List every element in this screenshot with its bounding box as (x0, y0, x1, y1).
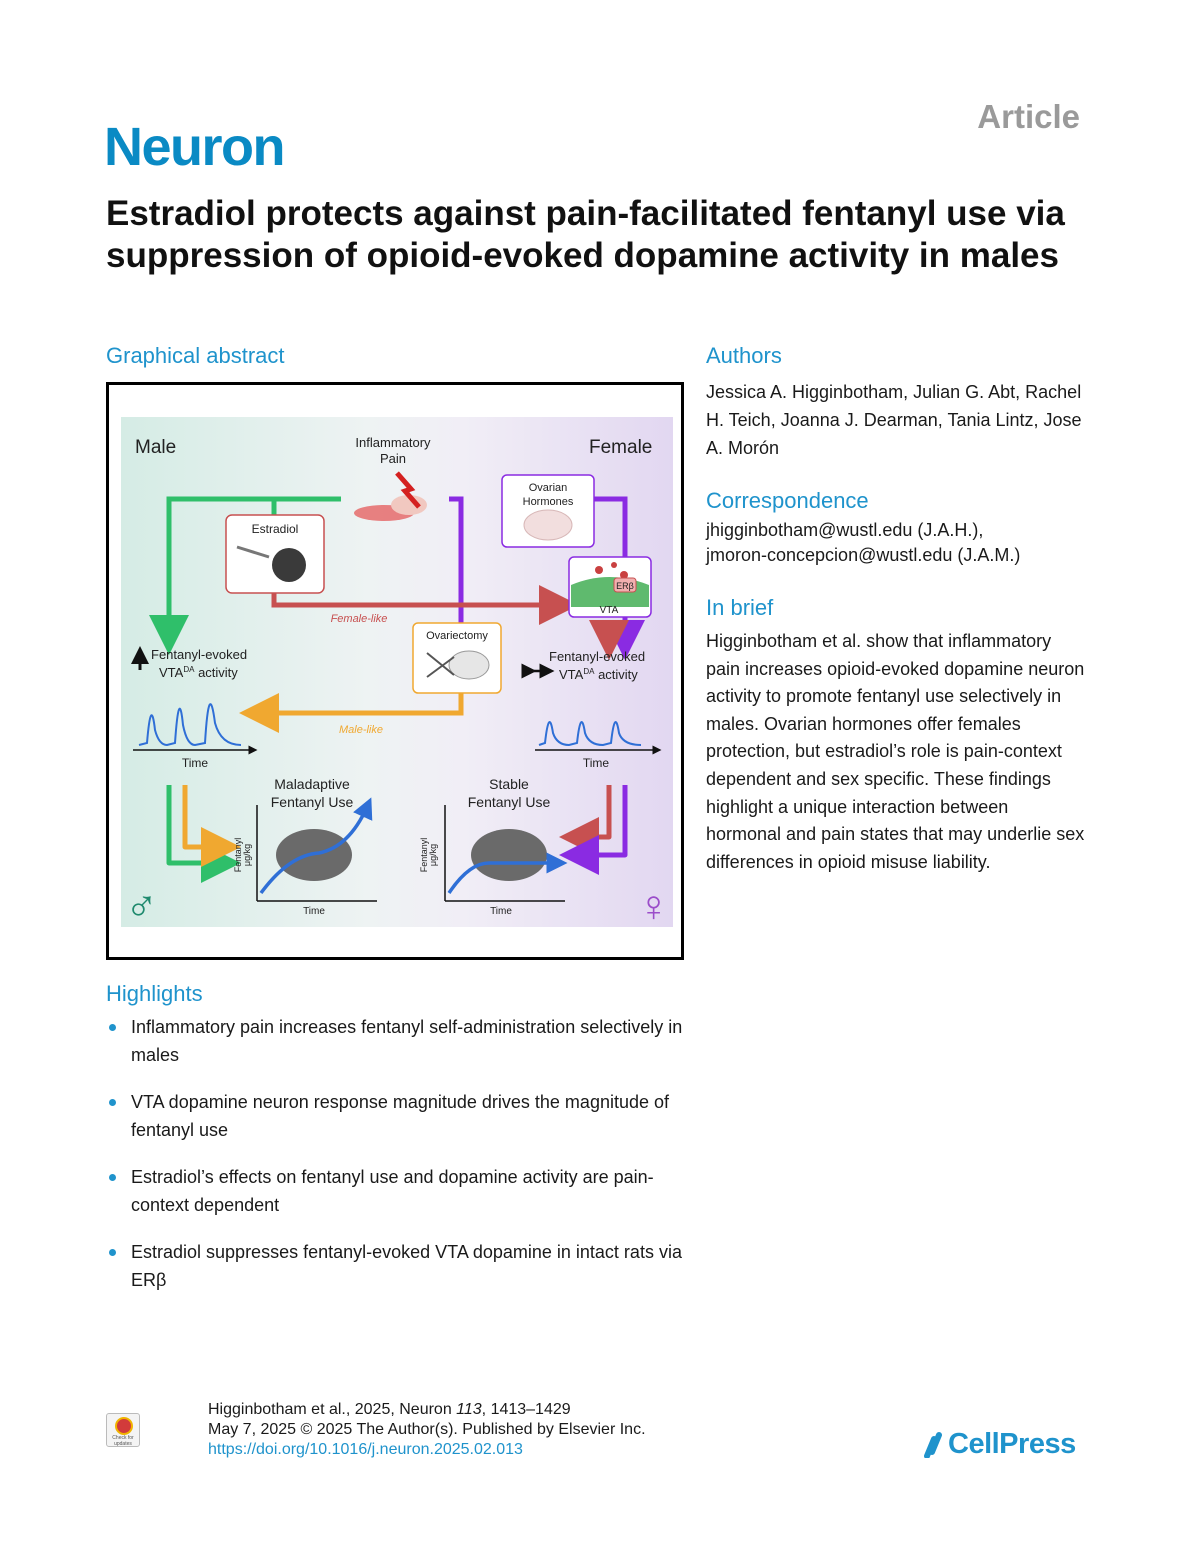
doi-link[interactable]: https://doi.org/10.1016/j.neuron.2025.02… (208, 1441, 523, 1458)
highlight-item: Estradiol suppresses fentanyl-evoked VTA… (106, 1238, 696, 1294)
ovary-icon (523, 509, 573, 541)
svg-text:Estradiol: Estradiol (252, 522, 299, 536)
in-brief-text: Higginbotham et al. show that inflammato… (706, 631, 1085, 872)
update-icon (115, 1417, 133, 1435)
male-label: Male (135, 437, 176, 458)
email-link-1[interactable]: jhigginbotham@wustl.edu (J.A.H.), (706, 520, 984, 540)
inflammatory-pain-label-2: Pain (380, 451, 406, 466)
check-for-updates-badge[interactable]: Check for updates (106, 1413, 140, 1447)
vta-erbeta-box: ERβ VTA (568, 556, 652, 618)
male-activity-line1: Fentanyl-evoked (151, 647, 247, 662)
female-activity-suffix: activity (594, 667, 638, 682)
syringe-icon (236, 545, 270, 559)
highlight-item: VTA dopamine neuron response magnitude d… (106, 1088, 696, 1144)
correspondence-heading: Correspondence (706, 488, 869, 513)
scissors-icon (426, 652, 455, 678)
ovariectomy-box: Ovariectomy (412, 622, 502, 694)
female-label: Female (589, 437, 652, 458)
orange-arrow-bottom (182, 785, 241, 867)
green-arrow-male (149, 496, 341, 655)
highlight-item: Inflammatory pain increases fentanyl sel… (106, 1013, 696, 1069)
stable-label-2: Fentanyl Use (468, 794, 551, 810)
male-time-label: Time (182, 756, 209, 770)
rat-icon (272, 548, 306, 582)
female-symbol-icon: ♀ (637, 882, 670, 931)
graphical-abstract-heading: Graphical abstract (106, 343, 285, 368)
ovarian-hormones-box: Ovarian Hormones (501, 474, 595, 548)
maladaptive-plot: Fentanyl μg/kg Time (233, 797, 377, 917)
svg-text:Fentanyl: Fentanyl (419, 838, 429, 873)
publisher-logo: CellPress (918, 1428, 1076, 1461)
bullet-icon (109, 1099, 116, 1106)
journal-logo: Neuron (104, 117, 286, 177)
vta-label: VTA (600, 605, 619, 616)
correspondence-emails: jhigginbotham@wustl.edu (J.A.H.), jmoron… (706, 518, 1106, 568)
female-activity-vta: VTA (559, 667, 584, 682)
svg-text:Time: Time (490, 906, 512, 917)
maladaptive-label-1: Maladaptive (274, 776, 350, 792)
estradiol-box: Estradiol (225, 514, 325, 594)
bullet-icon (109, 1024, 116, 1031)
cellpress-icon (924, 1432, 942, 1459)
rat-icon-female (471, 829, 547, 881)
stable-plot: Fentanyl μg/kg Time (419, 805, 568, 917)
svg-text:Ovarian: Ovarian (529, 482, 568, 494)
authors-heading: Authors (706, 343, 782, 368)
highlight-item: Estradiol’s effects on fentanyl use and … (106, 1163, 696, 1219)
er-beta-label: ERβ (616, 581, 634, 591)
inflammatory-pain-label-1: Inflammatory (355, 435, 431, 450)
article-type-label: Article (977, 98, 1080, 135)
svg-text:Fentanyl: Fentanyl (233, 838, 243, 873)
email-link-2[interactable]: jmoron-concepcion@wustl.edu (J.A.M.) (706, 545, 1021, 565)
female-time-label: Time (583, 756, 610, 770)
svg-text:Time: Time (303, 906, 325, 917)
maladaptive-label-2: Fentanyl Use (271, 794, 354, 810)
male-activity-da: DA (183, 665, 195, 674)
purple-arrow-bottom (559, 785, 628, 875)
bullet-icon (109, 1249, 116, 1256)
female-usage-curve (447, 852, 568, 894)
red-arrow-female-like (271, 585, 579, 625)
female-like-label: Female-like (331, 613, 388, 625)
orange-arrow-male-like (239, 690, 464, 733)
highlights-list: Inflammatory pain increases fentanyl sel… (106, 1013, 696, 1313)
copyright-line: May 7, 2025 © 2025 The Author(s). Publis… (208, 1421, 646, 1438)
bullet-icon (109, 1174, 116, 1181)
graphical-abstract-svg: Male Female Inflammatory Pain Ovarian Ho… (121, 417, 673, 931)
authors-list: Jessica A. Higginbotham, Julian G. Abt, … (706, 382, 1082, 458)
ovary-removed-icon (448, 650, 490, 680)
svg-text:Hormones: Hormones (523, 496, 574, 508)
stable-label-1: Stable (489, 776, 529, 792)
svg-text:μg/kg: μg/kg (242, 844, 252, 866)
citation-block: Higginbotham et al., 2025, Neuron 113, 1… (208, 1400, 646, 1460)
female-dopamine-trace (538, 721, 642, 747)
graphical-abstract-figure: Male Female Inflammatory Pain Ovarian Ho… (106, 382, 684, 960)
male-activity-vta: VTA (159, 665, 184, 680)
male-dopamine-trace (138, 703, 242, 747)
svg-text:Ovariectomy: Ovariectomy (426, 630, 488, 642)
purple-line-down (449, 496, 464, 625)
male-like-label: Male-like (339, 724, 383, 736)
svg-text:VTADA activity: VTADA activity (159, 665, 238, 680)
lightning-icon (395, 471, 421, 509)
male-usage-curve (259, 797, 373, 895)
female-activity-da: DA (583, 667, 595, 676)
svg-text:VTADA activity: VTADA activity (559, 667, 638, 682)
citation-line: Higginbotham et al., 2025, Neuron 113, 1… (208, 1401, 571, 1418)
highlights-heading: Highlights (106, 981, 203, 1006)
paper-title: Estradiol protects against pain-facilita… (106, 194, 1065, 275)
male-activity-suffix: activity (194, 665, 238, 680)
svg-text:μg/kg: μg/kg (428, 844, 438, 866)
female-activity-line1: Fentanyl-evoked (549, 649, 645, 664)
male-symbol-icon: ♂ (125, 882, 158, 931)
inflamed-paw-icon (354, 471, 427, 521)
in-brief-heading: In brief (706, 595, 774, 620)
